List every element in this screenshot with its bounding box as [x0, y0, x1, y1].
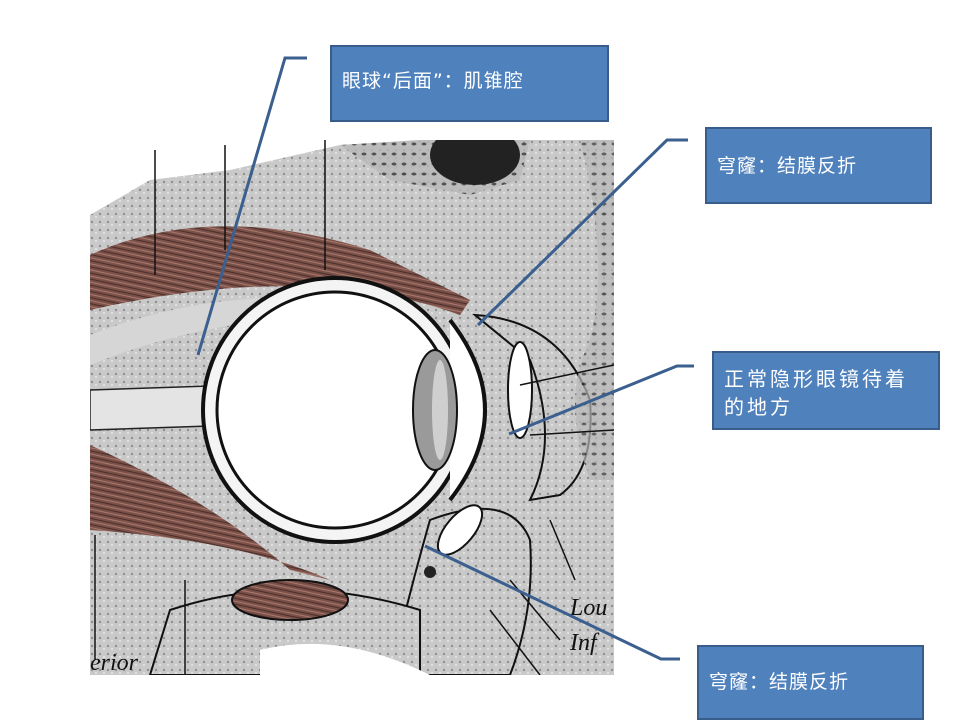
- callout-contact-lens: 正常隐形眼镜待着的地方: [712, 351, 940, 430]
- callout-fornix-lower: 穹窿：结膜反折: [697, 645, 924, 720]
- figure-label-inferior-oblique: Inf: [570, 630, 597, 656]
- callout-text: 穹窿：结膜反折: [709, 671, 850, 693]
- callout-text: 穹窿：结膜反折: [717, 155, 858, 177]
- figure-label-inferior: erior: [90, 650, 138, 675]
- callout-text: 眼球“后面”：肌锥腔: [342, 70, 524, 92]
- callout-muscle-cone: 眼球“后面”：肌锥腔: [330, 45, 609, 122]
- figure-label-lower: Lou: [570, 595, 608, 621]
- anatomy-drawing: [90, 140, 614, 675]
- eye-orbit-illustration: Lou Inf erior: [90, 140, 614, 675]
- callout-text: 正常隐形眼镜待着的地方: [724, 367, 908, 419]
- callout-fornix-upper: 穹窿：结膜反折: [705, 127, 932, 204]
